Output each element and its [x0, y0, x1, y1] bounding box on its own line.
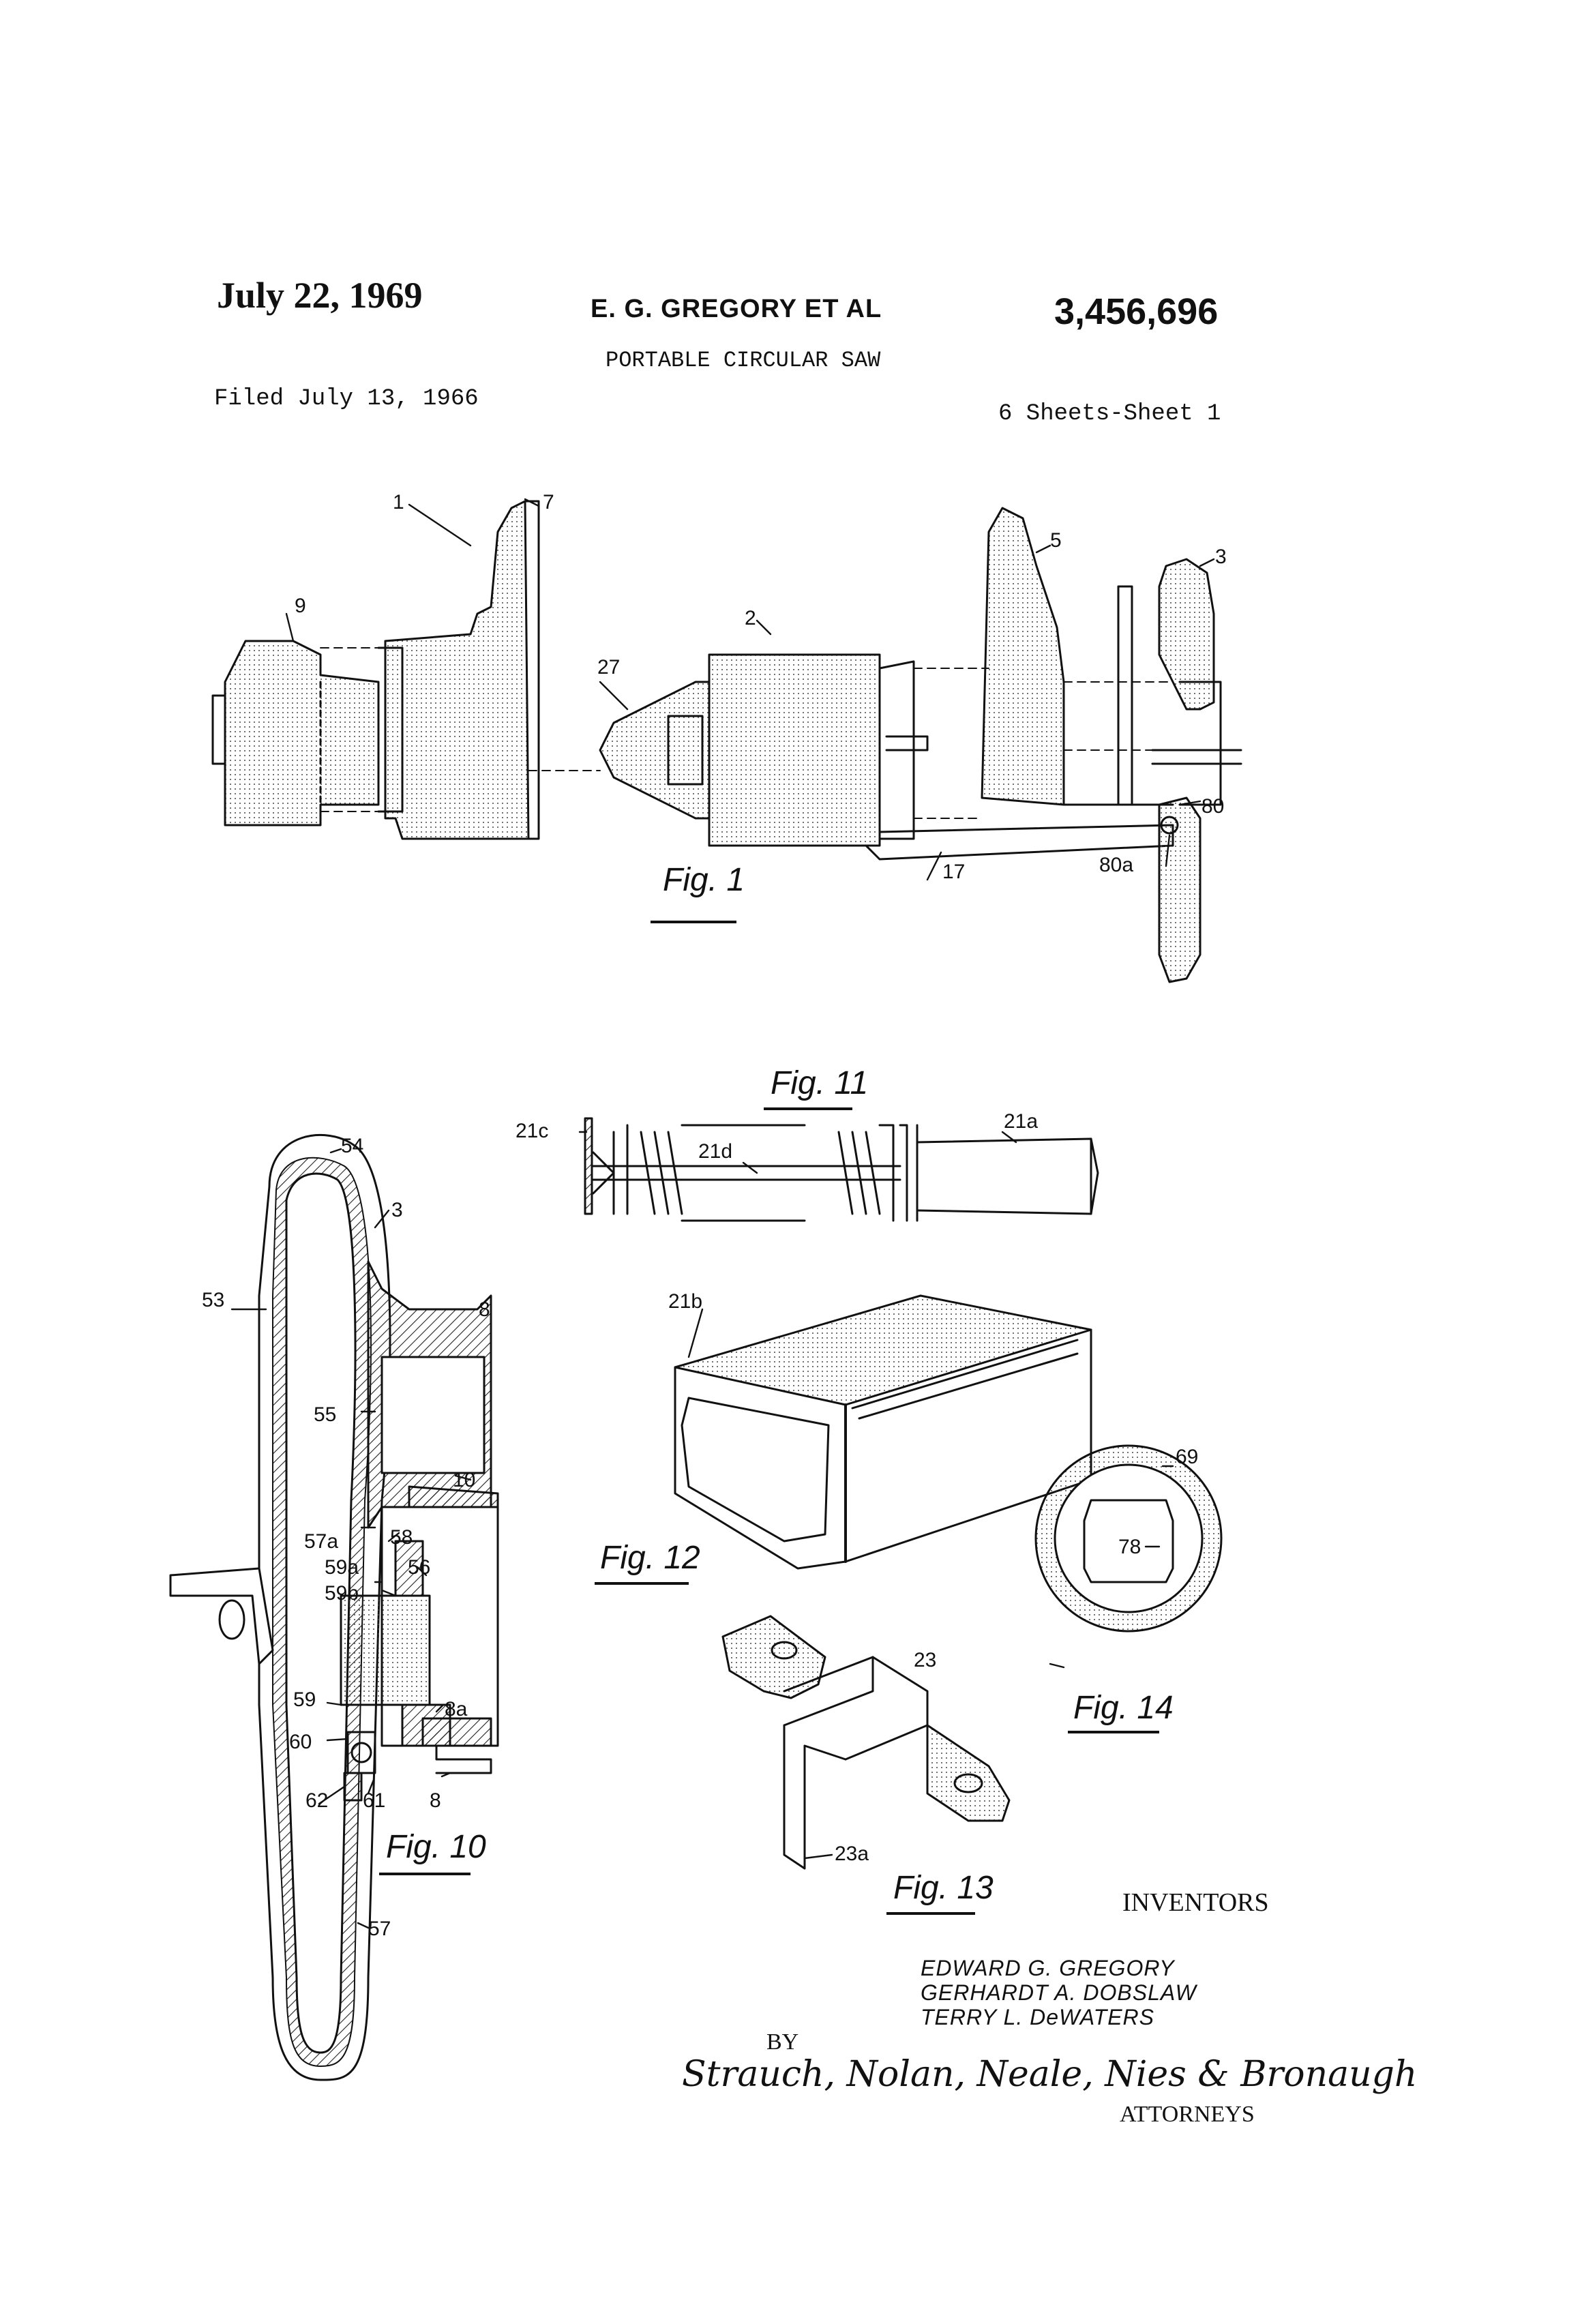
figure-11-drawing — [584, 1117, 1099, 1222]
filing-date: Filed July 13, 1966 — [214, 386, 479, 412]
fig14-label-69: 69 — [1176, 1446, 1198, 1468]
fig1-label-80a: 80a — [1099, 854, 1133, 876]
fig1-label-27: 27 — [597, 656, 620, 679]
fig10-label-59b: 59b — [325, 1582, 359, 1605]
fig10-label-61: 61 — [363, 1789, 385, 1812]
fig10-label-10: 10 — [453, 1469, 475, 1491]
fig1-label-17: 17 — [942, 861, 965, 883]
fig1-label-7: 7 — [543, 491, 554, 513]
fig10-label-60: 60 — [289, 1731, 312, 1753]
figure-12-drawing — [674, 1294, 1092, 1570]
fig1-label-2: 2 — [745, 607, 756, 629]
inventor-header: E. G. GREGORY ET AL — [591, 295, 882, 323]
fig13-caption: Fig. 13 — [893, 1870, 994, 1906]
fig10-label-57: 57 — [368, 1918, 391, 1940]
fig1-label-1: 1 — [393, 491, 404, 513]
reference-numerals: 1 7 9 5 3 2 27 80 80a 17 21c 21d 21a 21b… — [202, 491, 1227, 1940]
fig11-label-21a: 21a — [1004, 1110, 1038, 1133]
inventor-name: GERHARDT A. DOBSLAW — [921, 1980, 1197, 2005]
fig1-caption: Fig. 1 — [663, 862, 745, 898]
figure-captions: Fig. 1 Fig. 11 Fig. 12 Fig. 13 Fig. 14 F… — [386, 862, 1174, 1906]
fig10-label-3: 3 — [391, 1199, 403, 1221]
fig10-label-59: 59 — [293, 1688, 316, 1711]
fig10-label-55: 55 — [314, 1403, 336, 1426]
fig1-label-3: 3 — [1215, 546, 1227, 568]
patent-number: 3,456,696 — [1054, 291, 1219, 332]
fig11-label-21d: 21d — [698, 1140, 732, 1163]
inventor-name: EDWARD G. GREGORY — [921, 1956, 1175, 1980]
fig1-label-80: 80 — [1202, 795, 1224, 818]
figure-1-drawing — [211, 500, 1242, 983]
figure-10-drawing — [169, 1133, 499, 2081]
fig14-label-78: 78 — [1118, 1536, 1141, 1558]
fig10-caption: Fig. 10 — [386, 1829, 486, 1865]
fig10-label-62: 62 — [305, 1789, 328, 1812]
by-label: BY — [766, 2029, 799, 2055]
fig10-label-59a: 59a — [325, 1556, 359, 1579]
fig10-label-57a: 57a — [304, 1530, 338, 1553]
fig1-label-5: 5 — [1050, 529, 1062, 552]
sheet-count: 6 Sheets-Sheet 1 — [998, 401, 1221, 427]
fig10-label-54: 54 — [341, 1135, 363, 1157]
fig13-label-23: 23 — [914, 1649, 936, 1671]
fig14-caption: Fig. 14 — [1073, 1690, 1174, 1726]
leader-lines — [230, 498, 1215, 1929]
fig13-label-23a: 23a — [835, 1843, 869, 1865]
fig1-label-9: 9 — [295, 595, 306, 617]
fig10-label-58: 58 — [390, 1526, 413, 1549]
figure-13-drawing — [721, 1615, 1011, 1870]
fig10-label-56: 56 — [408, 1556, 430, 1579]
fig10-label-8: 8 — [479, 1298, 490, 1321]
fig11-caption: Fig. 11 — [771, 1065, 868, 1101]
patent-title: PORTABLE CIRCULAR SAW — [606, 348, 881, 373]
fig12-label-21b: 21b — [668, 1290, 702, 1313]
fig10-label-8-lower: 8 — [430, 1789, 441, 1812]
inventor-name: TERRY L. DeWATERS — [921, 2005, 1154, 2029]
figure-14-drawing — [1034, 1444, 1223, 1633]
fig11-label-21c: 21c — [516, 1120, 548, 1142]
fig10-label-53: 53 — [202, 1289, 224, 1311]
caption-underlines — [379, 921, 1159, 1915]
inventors-label: INVENTORS — [1122, 1888, 1269, 1917]
attorneys-label: ATTORNEYS — [1120, 2102, 1255, 2127]
fig12-caption: Fig. 12 — [600, 1540, 700, 1576]
patent-date: July 22, 1969 — [217, 275, 423, 316]
fig10-label-8a: 8a — [445, 1698, 468, 1720]
attorney-signature: Strauch, Nolan, Neale, Nies & Bronaugh — [682, 2054, 1418, 2095]
